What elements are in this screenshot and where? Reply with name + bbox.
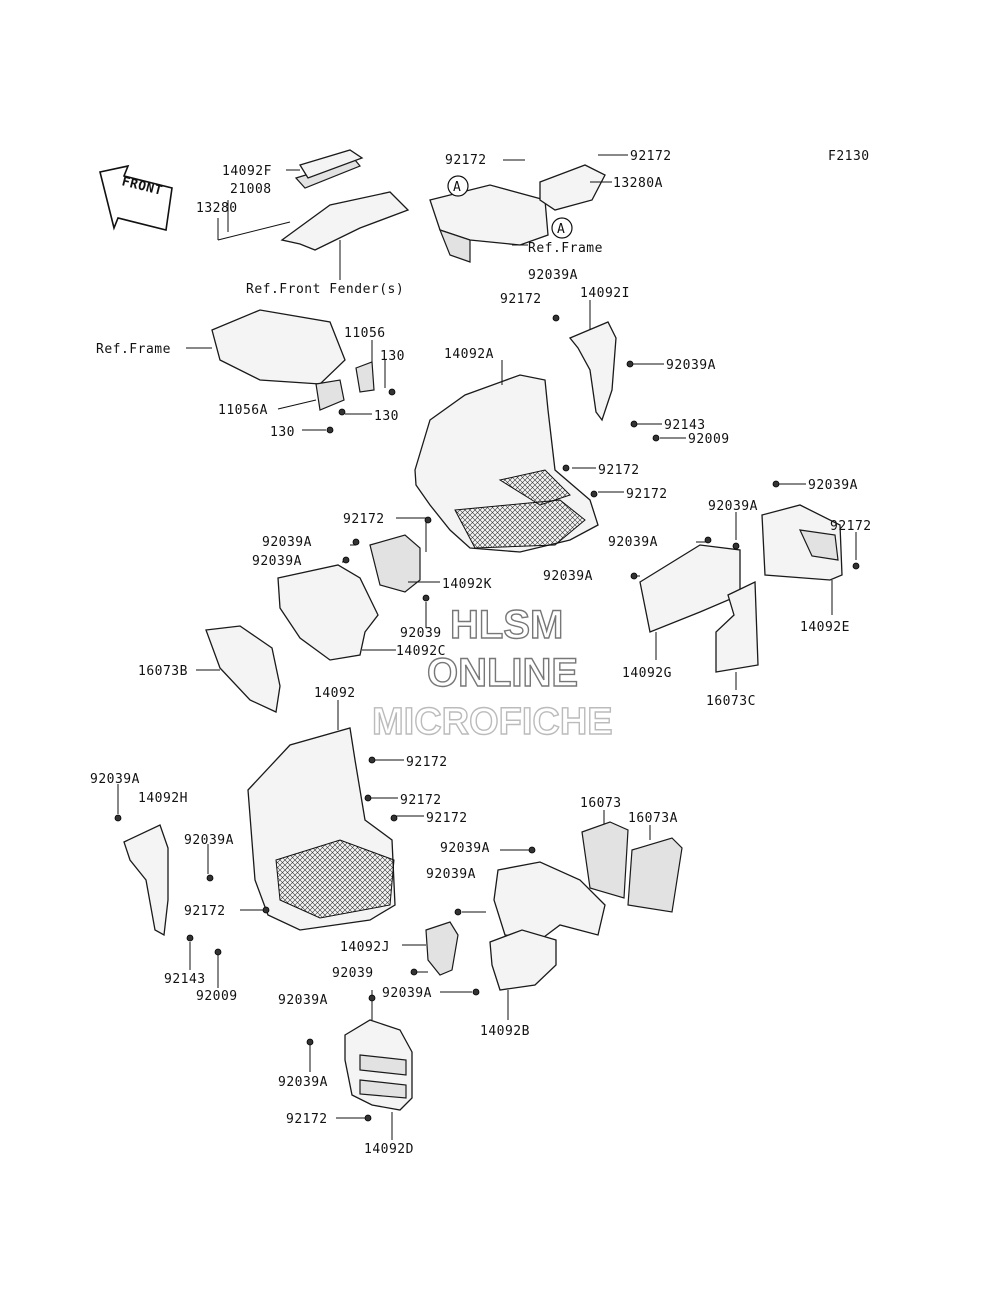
bracket-14092H-part	[114, 784, 222, 988]
label-92172-c3: 92172	[343, 512, 385, 527]
label-14092E: 14092E	[800, 620, 850, 635]
label-92172-d: 92172	[286, 1112, 328, 1127]
label-92172-b3: 92172	[426, 811, 468, 826]
label-13280: 13280	[196, 201, 238, 216]
label-16073C: 16073C	[706, 694, 756, 709]
label-14092A: 14092A	[444, 347, 494, 362]
front-fender-cover-part	[217, 149, 410, 280]
label-92039A-d2: 92039A	[278, 1075, 328, 1090]
label-92039A-h2: 92039A	[184, 833, 234, 848]
guard-14092B-part	[402, 810, 683, 1020]
label-14092C: 14092C	[396, 644, 446, 659]
label-14092G: 14092G	[622, 666, 672, 681]
figure-code: F2130	[828, 149, 870, 164]
front-direction-arrow: FRONT	[99, 164, 173, 231]
label-92172-c1: 92172	[598, 463, 640, 478]
label-13280A: 13280A	[613, 176, 663, 191]
label-92009-r: 92009	[688, 432, 730, 447]
label-14092D: 14092D	[364, 1142, 414, 1157]
label-92172-e: 92172	[830, 519, 872, 534]
label-92172-top-a: 92172	[445, 153, 487, 168]
label-92172-h: 92172	[184, 904, 226, 919]
label-92039A-d1: 92039A	[278, 993, 328, 1008]
label-11056A: 11056A	[218, 403, 268, 418]
label-92039A-j2: 92039A	[426, 867, 476, 882]
label-ref-frame-top: Ref.Frame	[528, 241, 603, 256]
label-14092K: 14092K	[442, 577, 492, 592]
label-92143-h: 92143	[164, 972, 206, 987]
label-92039A-r1: 92039A	[666, 358, 716, 373]
label-ref-frame-left: Ref.Frame	[96, 342, 171, 357]
label-92172-top-b: 92172	[630, 149, 672, 164]
skid-plate-14092D-part	[306, 990, 413, 1140]
watermark-line1: HLSM	[450, 603, 563, 647]
label-92039A-top: 92039A	[528, 268, 578, 283]
side-guard-14092C-part	[196, 534, 440, 713]
label-16073: 16073	[580, 796, 622, 811]
label-ref-front-fender: Ref.Front Fender(s)	[246, 282, 404, 297]
label-92172-b2: 92172	[400, 793, 442, 808]
label-92172-mid: 92172	[500, 292, 542, 307]
label-14092H: 14092H	[138, 791, 188, 806]
label-14092F: 14092F	[222, 164, 272, 179]
label-92039A-g2: 92039A	[543, 569, 593, 584]
frame-left-part	[186, 309, 396, 434]
label-14092J: 14092J	[340, 940, 390, 955]
label-92039A-j3: 92039A	[382, 986, 432, 1001]
label-92039-l: 92039	[400, 626, 442, 641]
watermark: HLSM ONLINE MICROFICHE	[371, 602, 613, 743]
label-14092: 14092	[314, 686, 356, 701]
label-130-c: 130	[270, 425, 295, 440]
floor-pan-14092-part	[240, 700, 424, 931]
watermark-line3: MICROFICHE	[372, 701, 613, 743]
label-92143-r: 92143	[664, 418, 706, 433]
label-130-a: 130	[380, 349, 405, 364]
label-21008: 21008	[230, 182, 272, 197]
label-11056: 11056	[344, 326, 386, 341]
label-130-b: 130	[374, 409, 399, 424]
side-panel-14092G-part	[630, 480, 860, 690]
label-92039A-l2: 92039A	[252, 554, 302, 569]
label-14092B: 14092B	[480, 1024, 530, 1039]
label-16073B: 16073B	[138, 664, 188, 679]
ref-marker-a2: A	[557, 222, 565, 237]
label-92039A-h1: 92039A	[90, 772, 140, 787]
label-16073A: 16073A	[628, 811, 678, 826]
ref-marker-a1: A	[453, 180, 461, 195]
label-92172-c2: 92172	[626, 487, 668, 502]
label-92009-h: 92009	[196, 989, 238, 1004]
label-92039-j: 92039	[332, 966, 374, 981]
floor-pan-14092A-part	[396, 360, 624, 553]
label-92039A-e2: 92039A	[708, 499, 758, 514]
label-92039A-e1: 92039A	[808, 478, 858, 493]
label-14092I: 14092I	[580, 286, 630, 301]
watermark-line2: ONLINE	[427, 651, 578, 695]
frame-top-part	[429, 154, 628, 263]
bracket-14092I-part	[552, 300, 686, 442]
label-92039A-g1: 92039A	[608, 535, 658, 550]
label-92039A-j1: 92039A	[440, 841, 490, 856]
label-92039A-l1: 92039A	[262, 535, 312, 550]
label-92172-b1: 92172	[406, 755, 448, 770]
